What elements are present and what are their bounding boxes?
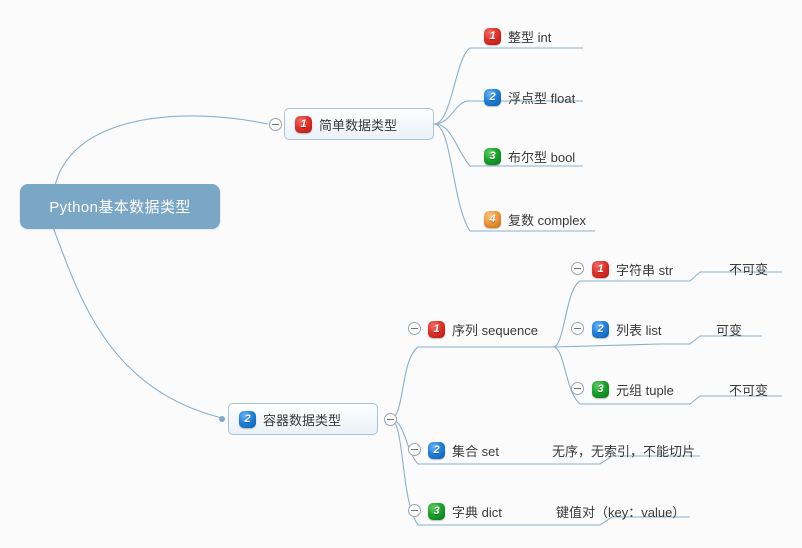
node-str[interactable]: 1 字符串 str [592,257,673,281]
badge-number-icon: 1 [295,115,312,133]
node-label: 元组 tuple [616,382,674,398]
annotation-dict: 键值对（key：value） [556,505,686,520]
annotation-list: 可变 [716,323,743,338]
badge-number-icon: 4 [484,210,501,228]
node-bool[interactable]: 3 布尔型 bool [484,144,575,168]
node-label: 浮点型 float [508,90,576,106]
badge-number-icon: 3 [428,502,445,520]
annotation-tuple: 不可变 [729,383,769,398]
collapse-toggle-tuple[interactable] [571,382,584,395]
node-label: 序列 sequence [452,322,538,338]
node-label: 简单数据类型 [319,117,398,133]
annotation-set: 无序，无索引，不能切片 [552,444,696,459]
node-container-data-type[interactable]: 2 容器数据类型 [228,403,378,435]
badge-number-icon: 1 [484,27,501,45]
root-node-label: Python基本数据类型 [49,199,191,216]
node-label: 复数 complex [508,212,587,228]
badge-number-icon: 2 [239,410,256,428]
node-label: 布尔型 bool [508,149,576,165]
collapse-toggle-container[interactable] [384,413,397,426]
badge-number-icon: 2 [592,320,609,338]
node-list[interactable]: 2 列表 list [592,317,662,341]
node-tuple[interactable]: 3 元组 tuple [592,377,674,401]
collapse-toggle-dict[interactable] [408,504,421,517]
collapse-toggle-str[interactable] [571,262,584,275]
node-dict[interactable]: 3 字典 dict [428,499,502,523]
collapse-toggle-simple[interactable] [269,118,282,131]
node-label: 整型 int [508,29,552,45]
badge-number-icon: 3 [592,380,609,398]
annotation-str: 不可变 [729,262,769,277]
node-int[interactable]: 1 整型 int [484,24,551,48]
badge-number-icon: 1 [592,260,609,278]
node-label: 字典 dict [452,504,502,520]
collapse-toggle-sequence[interactable] [408,322,421,335]
badge-number-icon: 3 [484,147,501,165]
badge-number-icon: 2 [428,441,445,459]
node-set[interactable]: 2 集合 set [428,438,499,462]
node-label: 容器数据类型 [263,412,342,428]
collapse-toggle-set[interactable] [408,443,421,456]
root-node[interactable]: Python基本数据类型 [20,184,220,229]
node-label: 集合 set [452,443,499,459]
node-float[interactable]: 2 浮点型 float [484,85,575,109]
node-label: 字符串 str [616,262,674,278]
collapse-toggle-list[interactable] [571,322,584,335]
node-complex[interactable]: 4 复数 complex [484,207,586,231]
badge-number-icon: 2 [484,88,501,106]
badge-number-icon: 1 [428,320,445,338]
node-sequence[interactable]: 1 序列 sequence [428,317,538,341]
node-label: 列表 list [616,322,662,338]
connector-end-dot [219,416,225,422]
node-simple-data-type[interactable]: 1 简单数据类型 [284,108,434,140]
